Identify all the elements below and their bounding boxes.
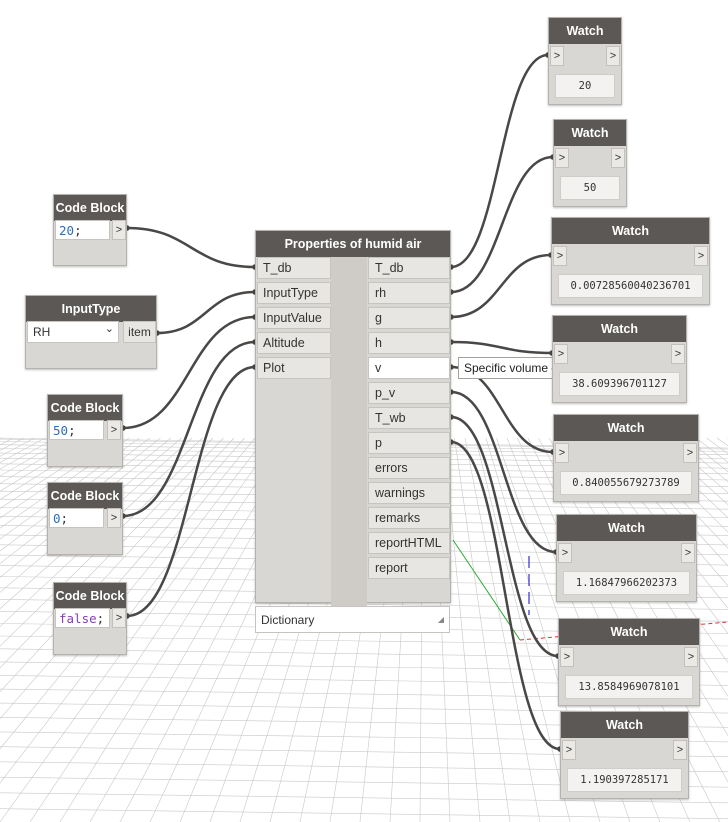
watch-node-3[interactable]: Watch> >0.00728560040236701 (551, 217, 710, 305)
watch-title: Watch (561, 712, 688, 738)
output-port-remarks[interactable]: remarks (368, 507, 450, 529)
watch-output-arrow[interactable]: > (683, 443, 697, 463)
code-block-node-3[interactable]: Code Block 0; > (47, 482, 123, 555)
node-center-divider (331, 257, 367, 607)
watch-title: Watch (554, 415, 698, 441)
code-block-title: Code Block (54, 195, 126, 221)
output-port-h[interactable]: h (368, 332, 450, 354)
watch-value: 13.8584969078101 (565, 675, 693, 699)
input-port-altitude[interactable]: Altitude (257, 332, 331, 354)
watch-output-arrow[interactable]: > (671, 344, 685, 364)
code-block-title: Code Block (48, 395, 122, 421)
code-block-node-1[interactable]: Code Block 20; > (53, 194, 127, 266)
main-node-title: Properties of humid air (256, 231, 450, 257)
chevron-down-icon: ⌄ (104, 323, 114, 335)
watch-input-arrow[interactable]: > (560, 647, 574, 667)
watch-input-arrow[interactable]: > (554, 344, 568, 364)
watch-value: 38.609396701127 (559, 372, 680, 396)
output-port-rh[interactable]: rh (368, 282, 450, 304)
watch-input-arrow[interactable]: > (553, 246, 567, 266)
output-format-dropdown[interactable]: Dictionary ◢ (255, 606, 450, 633)
watch-output-arrow[interactable]: > (694, 246, 708, 266)
watch-value: 50 (560, 176, 620, 200)
watch-node-8[interactable]: Watch> >1.190397285171 (560, 711, 689, 799)
output-port-p[interactable]: p (368, 432, 450, 454)
input-type-dropdown[interactable]: RH ⌄ (27, 321, 119, 343)
watch-node-4[interactable]: Watch> >38.609396701127 (552, 315, 687, 403)
watch-input-arrow[interactable]: > (550, 46, 564, 66)
output-port-arrow[interactable]: > (112, 220, 126, 240)
output-port-arrow[interactable]: > (107, 508, 121, 528)
watch-value: 1.190397285171 (567, 768, 682, 792)
output-port-arrow[interactable]: > (107, 420, 121, 440)
dropdown-corner-icon: ◢ (437, 615, 444, 624)
output-port-t_wb[interactable]: T_wb (368, 407, 450, 429)
watch-value: 20 (555, 74, 615, 98)
code-block-input[interactable]: 50; (49, 420, 104, 440)
watch-title: Watch (559, 619, 699, 645)
code-block-node-2[interactable]: Code Block 50; > (47, 394, 123, 467)
watch-value: 0.840055679273789 (560, 471, 692, 495)
output-port-p_v[interactable]: p_v (368, 382, 450, 404)
watch-input-arrow[interactable]: > (562, 740, 576, 760)
watch-value: 1.16847966202373 (563, 571, 690, 595)
watch-title: Watch (553, 316, 686, 342)
watch-output-arrow[interactable]: > (673, 740, 687, 760)
watch-input-arrow[interactable]: > (558, 543, 572, 563)
input-port-plot[interactable]: Plot (257, 357, 331, 379)
output-port-report[interactable]: report (368, 557, 450, 579)
input-port-inputvalue[interactable]: InputValue (257, 307, 331, 329)
input-type-selected: RH (33, 325, 51, 339)
code-block-node-4[interactable]: Code Block false; > (53, 582, 127, 655)
output-port-arrow[interactable]: > (112, 608, 126, 628)
watch-node-2[interactable]: Watch> >50 (553, 119, 627, 207)
code-block-input[interactable]: false; (55, 608, 110, 628)
watch-value: 0.00728560040236701 (558, 274, 703, 298)
code-block-title: Code Block (48, 483, 122, 509)
output-port-errors[interactable]: errors (368, 457, 450, 479)
input-port-t_db[interactable]: T_db (257, 257, 331, 279)
watch-output-arrow[interactable]: > (611, 148, 625, 168)
input-port-inputtype[interactable]: InputType (257, 282, 331, 304)
output-format-selected: Dictionary (261, 612, 315, 627)
output-port-reporthtml[interactable]: reportHTML (368, 532, 450, 554)
output-port-warnings[interactable]: warnings (368, 482, 450, 504)
watch-output-arrow[interactable]: > (684, 647, 698, 667)
output-port-g[interactable]: g (368, 307, 450, 329)
output-port-t_db[interactable]: T_db (368, 257, 450, 279)
code-block-title: Code Block (54, 583, 126, 609)
watch-input-arrow[interactable]: > (555, 148, 569, 168)
watch-output-arrow[interactable]: > (681, 543, 695, 563)
watch-input-arrow[interactable]: > (555, 443, 569, 463)
watch-title: Watch (554, 120, 626, 146)
watch-node-7[interactable]: Watch> >13.8584969078101 (558, 618, 700, 706)
watch-node-1[interactable]: Watch> >20 (548, 17, 622, 105)
code-block-input[interactable]: 0; (49, 508, 104, 528)
watch-node-6[interactable]: Watch> >1.16847966202373 (556, 514, 697, 602)
code-block-input[interactable]: 20; (55, 220, 110, 240)
watch-output-arrow[interactable]: > (606, 46, 620, 66)
input-type-output-port[interactable]: item (123, 321, 156, 343)
input-type-title: InputType (26, 296, 156, 322)
watch-title: Watch (549, 18, 621, 44)
input-type-node[interactable]: InputType RH ⌄ item (25, 295, 157, 369)
output-port-v[interactable]: v (368, 357, 450, 379)
watch-node-5[interactable]: Watch> >0.840055679273789 (553, 414, 699, 502)
watch-title: Watch (552, 218, 709, 244)
watch-title: Watch (557, 515, 696, 541)
